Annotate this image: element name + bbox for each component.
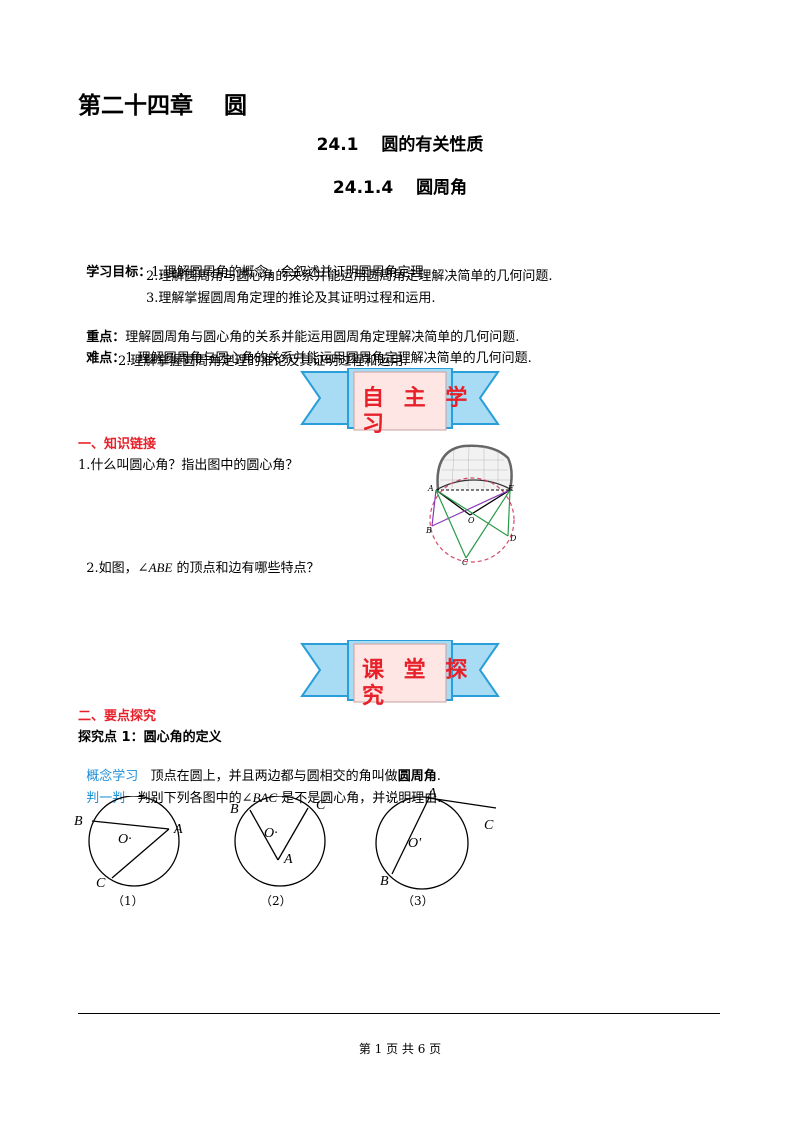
circle-diagram <box>88 795 180 887</box>
banner-text-line2: 究 <box>362 684 391 709</box>
page-number: 第 1 页 共 6 页 <box>358 1042 442 1056</box>
point-label-o: O' <box>408 836 422 851</box>
point-label-a: A <box>284 852 293 867</box>
footer-divider <box>78 1013 720 1014</box>
figure-3: A C O' B （3） <box>372 786 512 916</box>
point-label-b: B <box>380 874 389 889</box>
point-label-c: C <box>484 818 494 833</box>
point-label-o: O <box>468 516 475 525</box>
figure-1: B A O· C （1） <box>72 795 202 916</box>
point-label-c: C <box>316 798 326 813</box>
point-label-c: C <box>96 876 106 891</box>
banner-class-explore: 课 堂 探 究 <box>300 639 500 709</box>
figure-caption: （1） <box>112 894 144 908</box>
objective-item: 2.理解圆周角与圆心角的关系并能运用圆周角定理解决简单的几何问题. <box>146 269 553 284</box>
banner-text-line1: 课 堂 探 <box>362 658 474 683</box>
question-2-prefix: 2.如图，∠ <box>86 561 149 576</box>
ribbon-shape <box>300 639 500 703</box>
judge-label: 判一判 <box>86 791 126 806</box>
point-label-a: A <box>428 484 434 493</box>
point-label-a: A <box>428 786 437 801</box>
section-2-title: 二、要点探究 <box>78 709 157 724</box>
section-2-subtitle: 探究点 1：圆心角的定义 <box>78 730 222 745</box>
difficulty-label: 难点： <box>86 351 126 366</box>
circle-diagram <box>234 795 326 887</box>
question-2-suffix: 的顶点和边有哪些特点？ <box>172 561 320 576</box>
point-label-b: B <box>74 814 83 829</box>
judge-text-prefix: 判别下列各图中的∠ <box>125 791 253 806</box>
objectives-label: 学习目标： <box>86 265 152 280</box>
point-label-c: C <box>462 558 469 567</box>
objective-item: 1.理解圆周角的概念，会叙述并证明圆周角定理. <box>151 265 428 280</box>
section-title: 24.1 圆的有关性质 <box>316 135 484 155</box>
point-label-a: A <box>174 822 183 837</box>
difficulty-item: 2.理解掌握圆周角定理的推论及其证明过程和运用. <box>118 354 408 369</box>
figure-caption: （3） <box>402 894 434 908</box>
point-label-b: B <box>426 526 432 535</box>
concept-row: 概念学习 顶点在圆上，并且两边都与圆相交的角叫做圆周角. <box>78 750 441 786</box>
point-label-o: O· <box>118 832 132 847</box>
point-label-o: O· <box>264 826 278 841</box>
difficulty-item: 1.理解圆周角与圆心角的关系并能运用圆周角定理解决简单的几何问题. <box>125 351 532 366</box>
stadium-figure: A E O B D C <box>424 440 524 570</box>
chapter-title: 第二十四章 圆 <box>78 93 248 119</box>
difficulty-row-1: 难点：1.理解圆周角与圆心角的关系并能运用圆周角定理解决简单的几何问题. <box>78 332 532 368</box>
angle-variable: ABE <box>148 560 173 575</box>
question-1: 1.什么叫圆心角？指出图中的圆心角？ <box>78 458 299 473</box>
point-label-e: E <box>508 484 514 493</box>
figure-2: B C O· A （2） <box>222 795 352 916</box>
concept-term: 圆周角 <box>397 769 437 784</box>
ribbon-shape <box>300 367 500 431</box>
objectives-row-1: 学习目标：1.理解圆周角的概念，会叙述并证明圆周角定理. <box>78 246 428 282</box>
subsection-title: 24.1.4 圆周角 <box>332 178 468 198</box>
key-point-text: 理解圆周角与圆心角的关系并能运用圆周角定理解决简单的几何问题. <box>125 330 520 345</box>
concept-label: 概念学习 <box>86 769 139 784</box>
banner-self-study: 自 主 学 习 <box>300 367 500 437</box>
point-label-b: B <box>230 802 239 817</box>
question-2: 2.如图，∠ABE 的顶点和边有哪些特点？ <box>78 541 320 578</box>
key-point-row: 重点：理解圆周角与圆心角的关系并能运用圆周角定理解决简单的几何问题. <box>78 311 519 347</box>
banner-text-line2: 习 <box>362 412 391 437</box>
objective-item: 3.理解掌握圆周角定理的推论及其证明过程和运用. <box>146 291 436 306</box>
concept-text: 顶点在圆上，并且两边都与圆相交的角叫做 <box>138 769 398 784</box>
stadium-diagram <box>429 444 515 563</box>
concept-end: . <box>436 769 441 784</box>
banner-text-line1: 自 主 学 <box>362 386 474 411</box>
figure-caption: （2） <box>260 894 292 908</box>
key-point-label: 重点： <box>86 330 126 345</box>
section-1-title: 一、知识链接 <box>78 437 157 452</box>
circle-diagram <box>375 796 497 890</box>
point-label-d: D <box>510 534 517 543</box>
